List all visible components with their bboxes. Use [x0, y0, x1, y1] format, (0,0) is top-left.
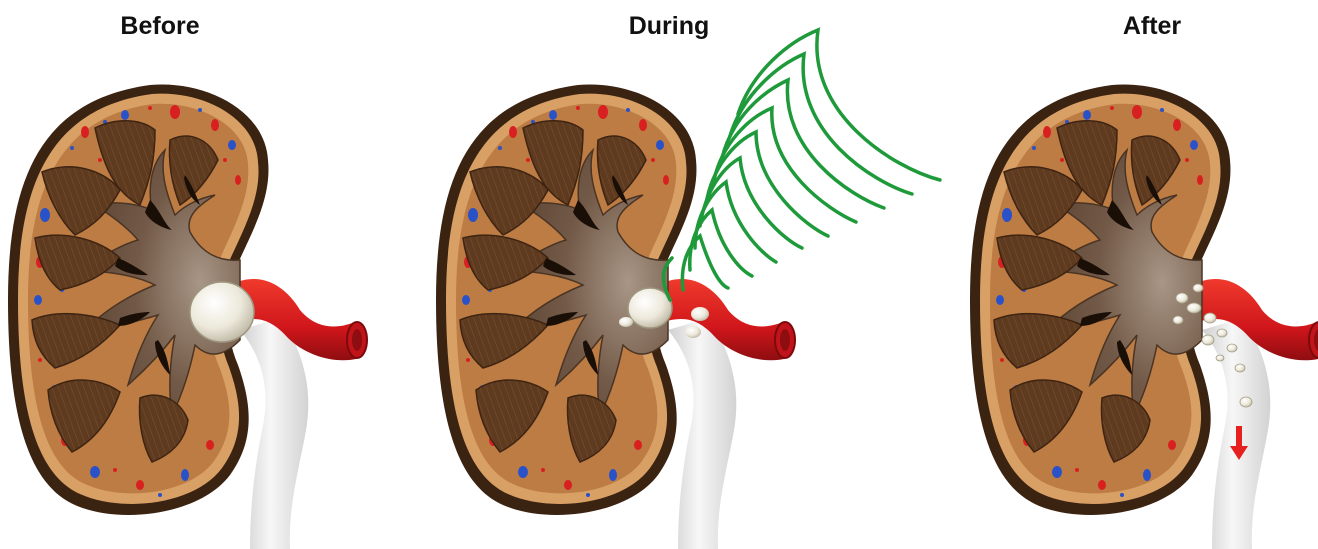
after-panel [970, 84, 1318, 549]
kidney-after [970, 84, 1318, 549]
stone-fragment [691, 307, 709, 321]
kidney-before [8, 84, 367, 549]
large-stone [190, 282, 254, 342]
during-panel [436, 30, 940, 549]
shockwave-arcs-icon [663, 30, 940, 300]
stone-fragment [619, 317, 633, 327]
before-panel [8, 84, 367, 549]
kidney-during [436, 84, 795, 549]
stone-fragment [685, 326, 701, 338]
